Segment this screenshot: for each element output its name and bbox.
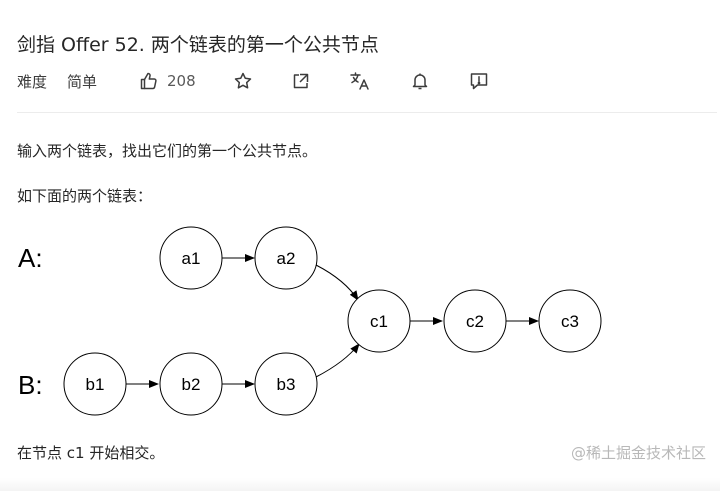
difficulty-label: 难度 — [17, 72, 48, 91]
share-icon — [291, 71, 311, 91]
translate-button[interactable] — [349, 69, 371, 93]
node-b2-label: b2 — [182, 375, 201, 394]
like-button[interactable]: 208 — [139, 69, 196, 93]
list-b-label: B: — [18, 370, 43, 400]
node-c2: c2 — [443, 289, 507, 353]
node-c3: c3 — [538, 289, 602, 353]
problem-meta-bar: 难度 简单 208 — [17, 69, 717, 93]
description-example-intro: 如下面的两个链表： — [17, 187, 153, 205]
node-b3-label: b3 — [277, 375, 296, 394]
node-b1: b1 — [63, 352, 127, 416]
problem-title: 剑指 Offer 52. 两个链表的第一个公共节点 — [17, 34, 379, 56]
node-c2-label: c2 — [466, 312, 484, 331]
thumbs-up-icon — [139, 71, 159, 91]
star-icon — [233, 71, 253, 91]
difficulty-value: 简单 — [67, 72, 98, 91]
node-c1-label: c1 — [370, 312, 388, 331]
node-a2-label: a2 — [277, 249, 296, 268]
node-a1: a1 — [159, 226, 223, 290]
node-b1-label: b1 — [86, 375, 105, 394]
header-divider — [17, 112, 717, 113]
node-b3: b3 — [254, 352, 318, 416]
bell-icon — [410, 71, 430, 91]
bottom-edge — [0, 478, 720, 491]
feedback-icon — [469, 71, 489, 91]
like-count: 208 — [167, 72, 196, 90]
list-a-label: A: — [18, 243, 43, 273]
linked-list-diagram: A: B: a1 a2 c1 c2 c3 — [18, 226, 602, 416]
favorite-button[interactable] — [233, 69, 253, 93]
share-button[interactable] — [291, 69, 311, 93]
node-b2: b2 — [159, 352, 223, 416]
intersection-note: 在节点 c1 开始相交。 — [17, 444, 165, 462]
node-c1: c1 — [347, 289, 411, 353]
description-text: 输入两个链表，找出它们的第一个公共节点。 — [17, 142, 318, 160]
feedback-button[interactable] — [469, 69, 489, 93]
node-a2: a2 — [254, 226, 318, 290]
watermark: @稀土掘金技术社区 — [570, 444, 706, 462]
notification-button[interactable] — [410, 69, 430, 93]
edge-b3-c1 — [315, 343, 360, 378]
edge-a2-c1 — [315, 264, 359, 301]
node-c3-label: c3 — [561, 312, 579, 331]
node-a1-label: a1 — [182, 249, 201, 268]
translate-icon — [349, 71, 371, 91]
